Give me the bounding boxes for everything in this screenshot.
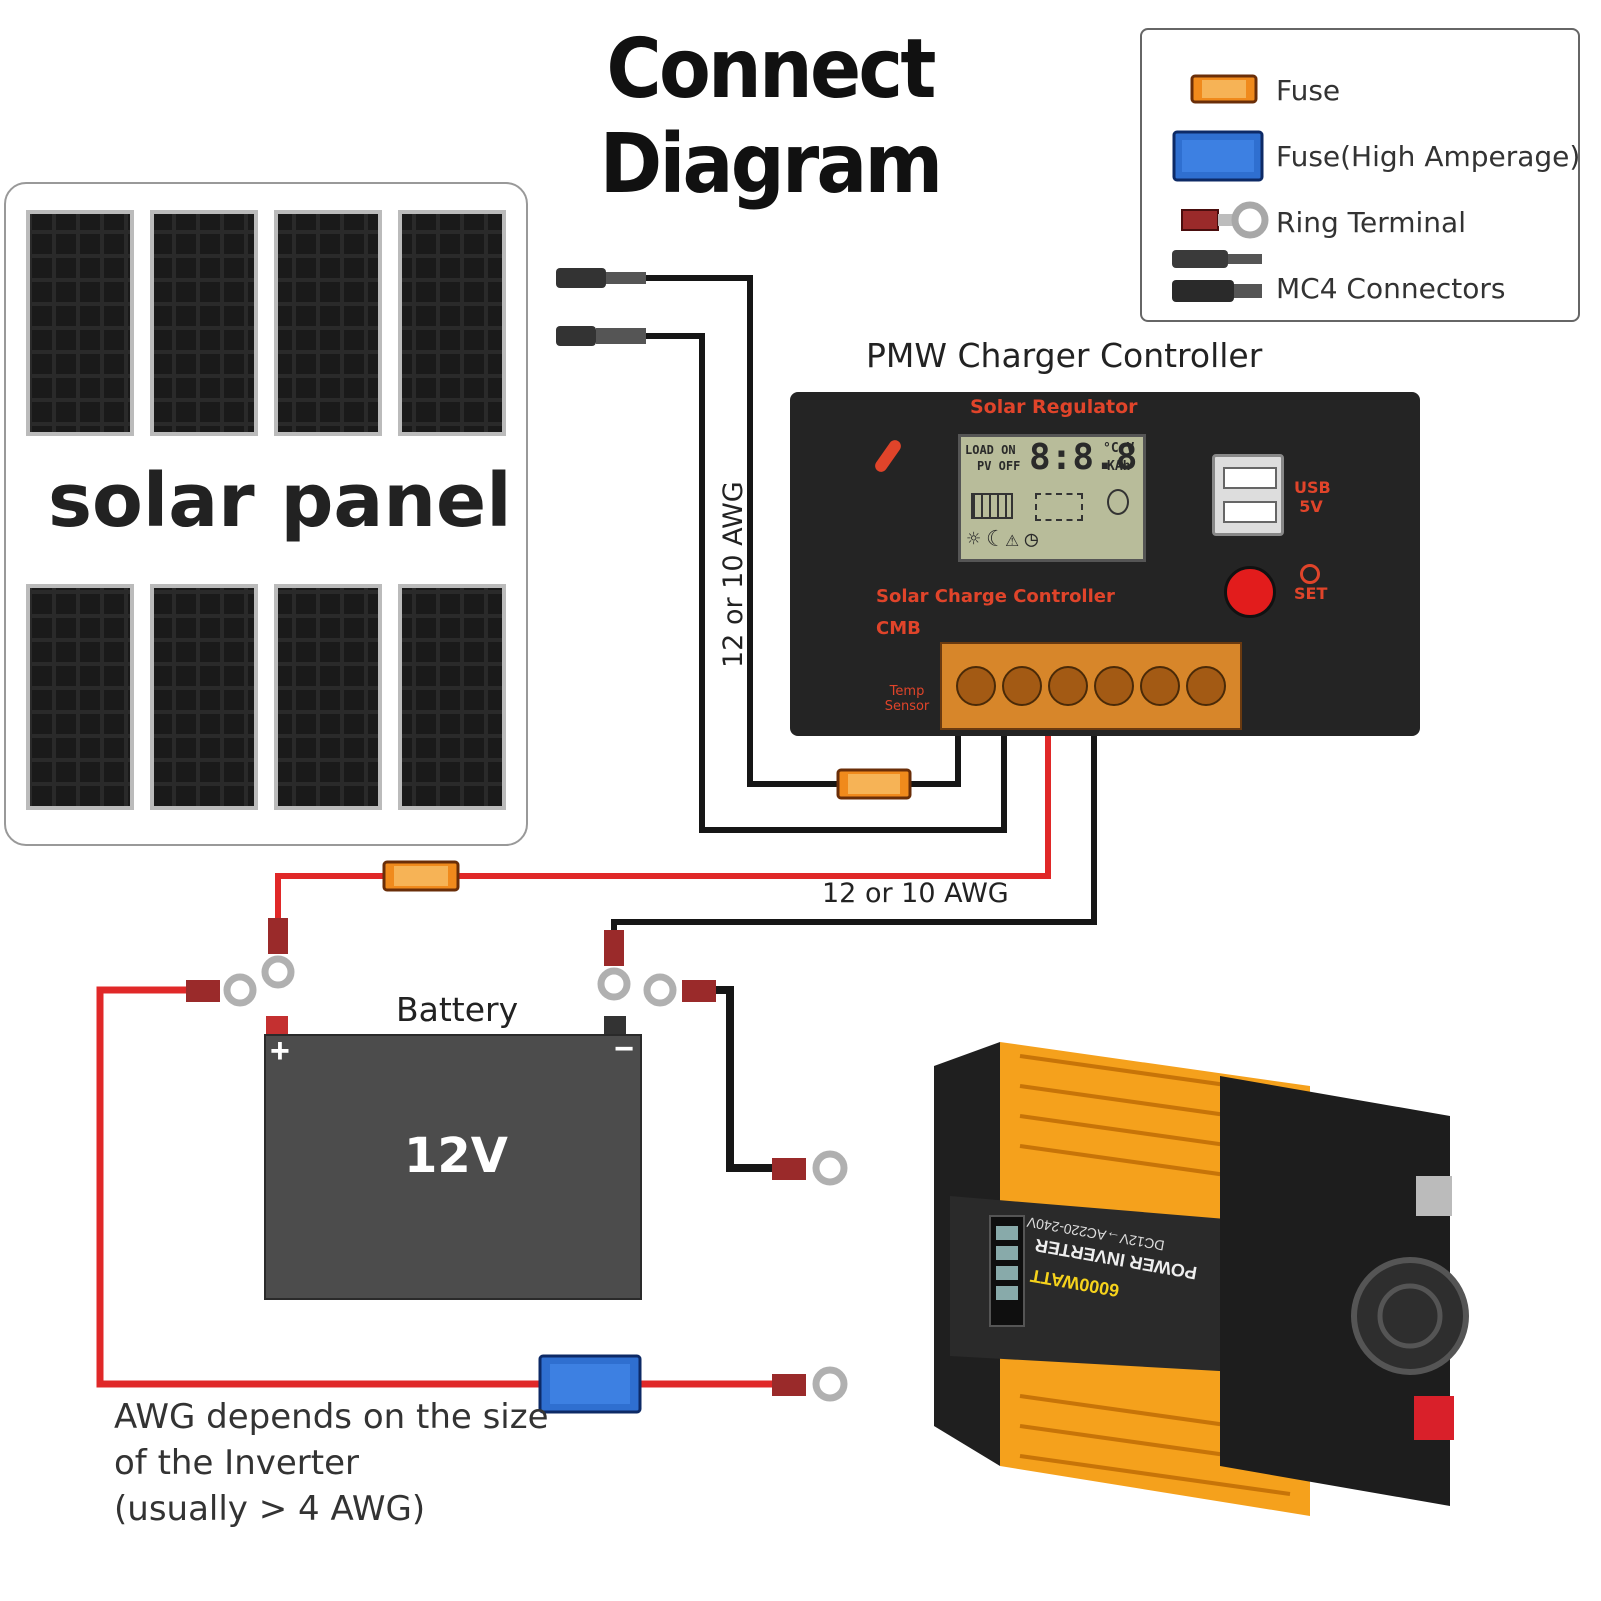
battery-wire-gauge-label: 12 or 10 AWG [822,878,1009,909]
diagram-title: Connect Diagram [599,22,944,212]
set-label: SET [1294,584,1328,603]
fuse-icon [1190,74,1258,104]
legend-label: Fuse(High Amperage) [1276,140,1581,173]
legend-item-high-amp-fuse: Fuse(High Amperage) [1142,130,1581,182]
lcd-battery-icon [1035,493,1083,521]
controller-bottom-label: Solar Charge Controller [876,586,1115,607]
legend-item-fuse: Fuse [1142,70,1578,110]
set-button[interactable] [1224,566,1276,618]
ring-terminal-icon [186,973,257,1007]
note-line: AWG depends on the size [114,1397,549,1437]
legend-item-ring-terminal: Ring Terminal [1142,201,1578,242]
ring-terminal-icon [261,918,295,989]
controller-caption: PMW Charger Controller [866,336,1263,375]
solar-panel-label: solar panel [48,458,512,544]
fuse-icon [836,768,912,800]
terminal-screw-icon [1002,666,1042,706]
power-inverter: DC12V→AC220-240V POWER INVERTER 6000WATT [930,1036,1520,1536]
solar-panel [4,182,528,846]
note-line: (usually > 4 AWG) [114,1489,426,1529]
lcd-digits: 8:8.8 [1029,437,1138,478]
temp-sensor-label: Temp Sensor [884,684,930,714]
mc4-connector-icon [556,268,646,346]
battery-post-positive [266,1016,288,1038]
lcd-pv-label: PV OFF [977,459,1021,473]
power-icon [1300,564,1320,584]
charge-controller: Solar Regulator LOAD ON PV OFF 8:8.8 °C … [790,392,1420,736]
lcd-bulb-icon [1107,489,1129,515]
thermometer-icon [872,437,904,475]
terminal-block [940,642,1242,730]
ring-terminal-icon [643,973,716,1007]
legend-label: MC4 Connectors [1276,272,1506,305]
note-line: of the Inverter [114,1443,360,1483]
legend-item-mc4: MC4 Connectors [1142,250,1578,308]
ring-terminal-icon [772,1366,848,1402]
high-amp-fuse-icon [1172,130,1264,182]
battery-positive-sign: + [270,1032,290,1070]
lcd-panel-icon [971,493,1013,519]
lcd-unit-top: °C V [1103,441,1135,456]
fuse-icon [382,860,460,892]
terminal-screw-icon [956,666,996,706]
ring-terminal-icon [772,1150,848,1186]
battery: + − [264,1030,642,1300]
lcd-status-icons: ☼☾⚠◷ [967,527,1044,552]
terminal-screw-icon [1094,666,1134,706]
legend-label: Fuse [1276,74,1341,107]
panel-wire-gauge-label: 12 or 10 AWG [718,481,749,668]
battery-post-negative [604,1016,626,1038]
battery-label: Battery [396,990,519,1029]
usb-label: USB 5V [1294,478,1331,516]
legend-box: Fuse Fuse(High Amperage) Ring Terminal [1140,28,1580,322]
ring-terminal-icon [1181,201,1269,239]
legend-label: Ring Terminal [1276,206,1466,239]
solar-cells [26,210,506,810]
battery-voltage: 12V [404,1128,508,1184]
controller-brand: CMB [876,618,921,639]
controller-top-label: Solar Regulator [970,396,1138,418]
terminal-screw-icon [1140,666,1180,706]
usb-port-icon [1212,454,1284,536]
high-amp-fuse-icon [538,1354,642,1414]
terminal-screw-icon [1186,666,1226,706]
lcd-screen: LOAD ON PV OFF 8:8.8 °C V KAh ☼☾⚠◷ [958,434,1146,562]
lcd-unit-bottom: KAh [1107,459,1131,474]
battery-negative-sign: − [614,1030,634,1068]
lcd-load-label: LOAD ON [965,443,1016,457]
mc4-connector-icon [1172,250,1262,302]
inverter-body [934,1042,1469,1516]
inverter-wire-note: AWG depends on the size of the Inverter … [114,1394,549,1532]
terminal-screw-icon [1048,666,1088,706]
ring-terminal-icon [597,930,631,1001]
